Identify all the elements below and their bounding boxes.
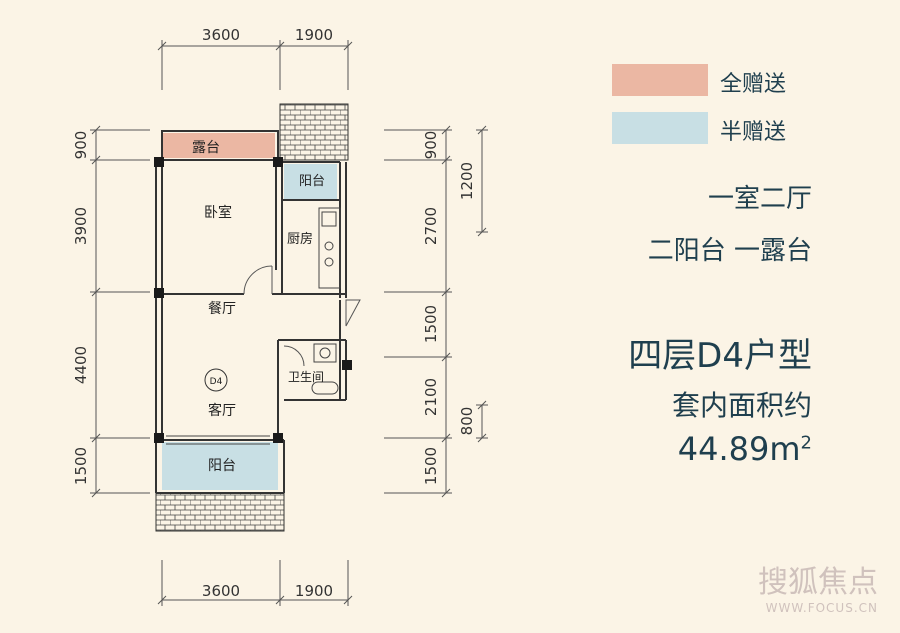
door-swings [243, 265, 361, 367]
kitchen-counter [318, 207, 341, 289]
balconies-text: 二阳台 一露台 [647, 236, 812, 266]
legend-full-gift-swatch [612, 64, 708, 96]
dim-left-4: 1500 [72, 447, 90, 485]
bedroom-label: 卧室 [204, 204, 232, 221]
dim-bottom-1: 3600 [202, 582, 240, 600]
dim-right-inner-2: 800 [458, 407, 476, 436]
bottom-balcony-fill [162, 442, 278, 490]
area-value: 44.89m2 [678, 430, 812, 468]
dim-left-2: 3900 [72, 207, 90, 245]
terrace-label: 露台 [192, 140, 220, 156]
dim-right-2: 2700 [422, 207, 440, 245]
watermark: 搜狐焦点 WWW.FOCUS.CN [758, 557, 878, 615]
left-dimensions [90, 125, 150, 498]
dim-top-2: 1900 [295, 26, 333, 44]
top-dimensions [157, 40, 353, 90]
dim-left-1: 900 [72, 131, 90, 160]
dim-left-3: 4400 [72, 346, 90, 384]
area-number: 44.89m [677, 430, 801, 468]
legend-half-gift-swatch [612, 112, 708, 144]
dim-right-3: 1500 [422, 305, 440, 343]
dim-right-4: 2100 [422, 378, 440, 416]
watermark-url: WWW.FOCUS.CN [765, 601, 878, 615]
unit-tag-circle [204, 368, 228, 392]
windows [166, 435, 270, 445]
kitchen-label: 厨房 [287, 231, 313, 247]
bottom-dimensions [157, 560, 353, 606]
bottom-balcony-label: 阳台 [208, 458, 236, 474]
right-dimensions [384, 125, 488, 498]
dim-right-inner-1: 1200 [458, 162, 476, 200]
legend-full-gift-label: 全赠送 [720, 72, 787, 97]
top-tile-area [279, 103, 349, 161]
bottom-tile-area [155, 492, 285, 532]
area-unit-superscript: 2 [800, 432, 812, 454]
terrace-fill [163, 133, 275, 158]
unit-name-title: 四层D4户型 [628, 336, 812, 376]
bathroom-label: 卫生间 [288, 370, 324, 384]
walls [155, 130, 347, 494]
dim-right-5: 1500 [422, 447, 440, 485]
wall-pillars [154, 157, 352, 443]
bathroom-fixtures [311, 343, 339, 395]
dining-label: 餐厅 [208, 301, 236, 317]
living-label: 客厅 [208, 402, 236, 419]
legend-half-gift-label: 半赠送 [720, 120, 787, 145]
dim-top-1: 3600 [202, 26, 240, 44]
watermark-brand: 搜狐焦点 [758, 565, 878, 600]
area-label: 套内面积约 [671, 389, 812, 422]
small-balcony-label: 阳台 [299, 174, 325, 189]
unit-tag-label: D4 [210, 377, 223, 387]
small-balcony-fill [284, 164, 337, 199]
layout-text: 一室二厅 [707, 184, 812, 214]
dim-bottom-2: 1900 [295, 582, 333, 600]
dim-right-1: 900 [422, 131, 440, 160]
